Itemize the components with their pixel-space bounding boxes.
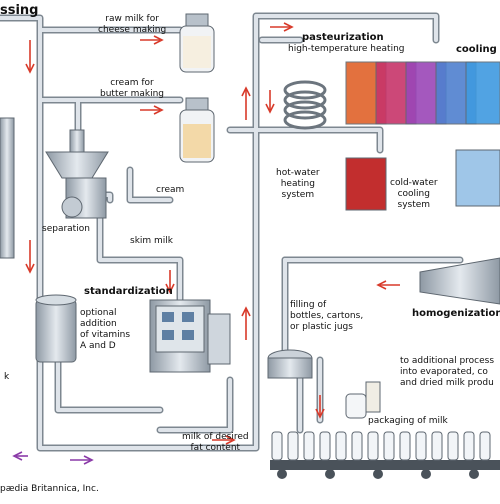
filling-machine (267, 349, 313, 379)
label-standardization: standardization (84, 286, 173, 297)
label-cooling: cooling (456, 44, 497, 55)
separator-centrifuge (45, 129, 109, 219)
bottle-conveyor (270, 431, 500, 479)
container-samples (345, 381, 381, 419)
copyright-credit: pædia Britannica, Inc. (0, 484, 99, 494)
label-skim-milk: skim milk (130, 236, 174, 246)
label-separation: separation (42, 224, 90, 234)
label-milk-desired: milk of desired fat content (182, 432, 249, 453)
label-left-k: k (4, 372, 10, 382)
label-cream: cream (156, 185, 185, 195)
cream-can (179, 97, 215, 163)
label-high-temp: high-temperature heating (288, 44, 405, 54)
label-optional: optional addition of vitamins A and D (80, 308, 131, 351)
label-cold-water: cold-water cooling system (390, 178, 438, 210)
label-hot-water: hot-water heating system (276, 168, 320, 200)
homogenizer (419, 257, 500, 305)
diagram-title: ssing (0, 3, 39, 18)
label-cream-butter: cream for butter making (100, 78, 164, 99)
flow-arrows (25, 22, 400, 445)
label-to-additional: to additional process into evaporated, c… (400, 356, 495, 388)
pasteurization-unit (283, 61, 500, 211)
label-filling: filling of bottles, cartons, or plastic … (290, 300, 364, 332)
label-raw-milk: raw milk for cheese making (98, 14, 167, 35)
raw-milk-tank (0, 117, 15, 259)
label-homogenization: homogenization (412, 308, 500, 319)
label-pasteurization: pasteurization (302, 32, 384, 43)
raw-milk-can (179, 13, 215, 73)
label-packaging: packaging of milk (368, 416, 448, 426)
standardization-machine (149, 299, 231, 373)
vitamin-tank (35, 294, 77, 363)
